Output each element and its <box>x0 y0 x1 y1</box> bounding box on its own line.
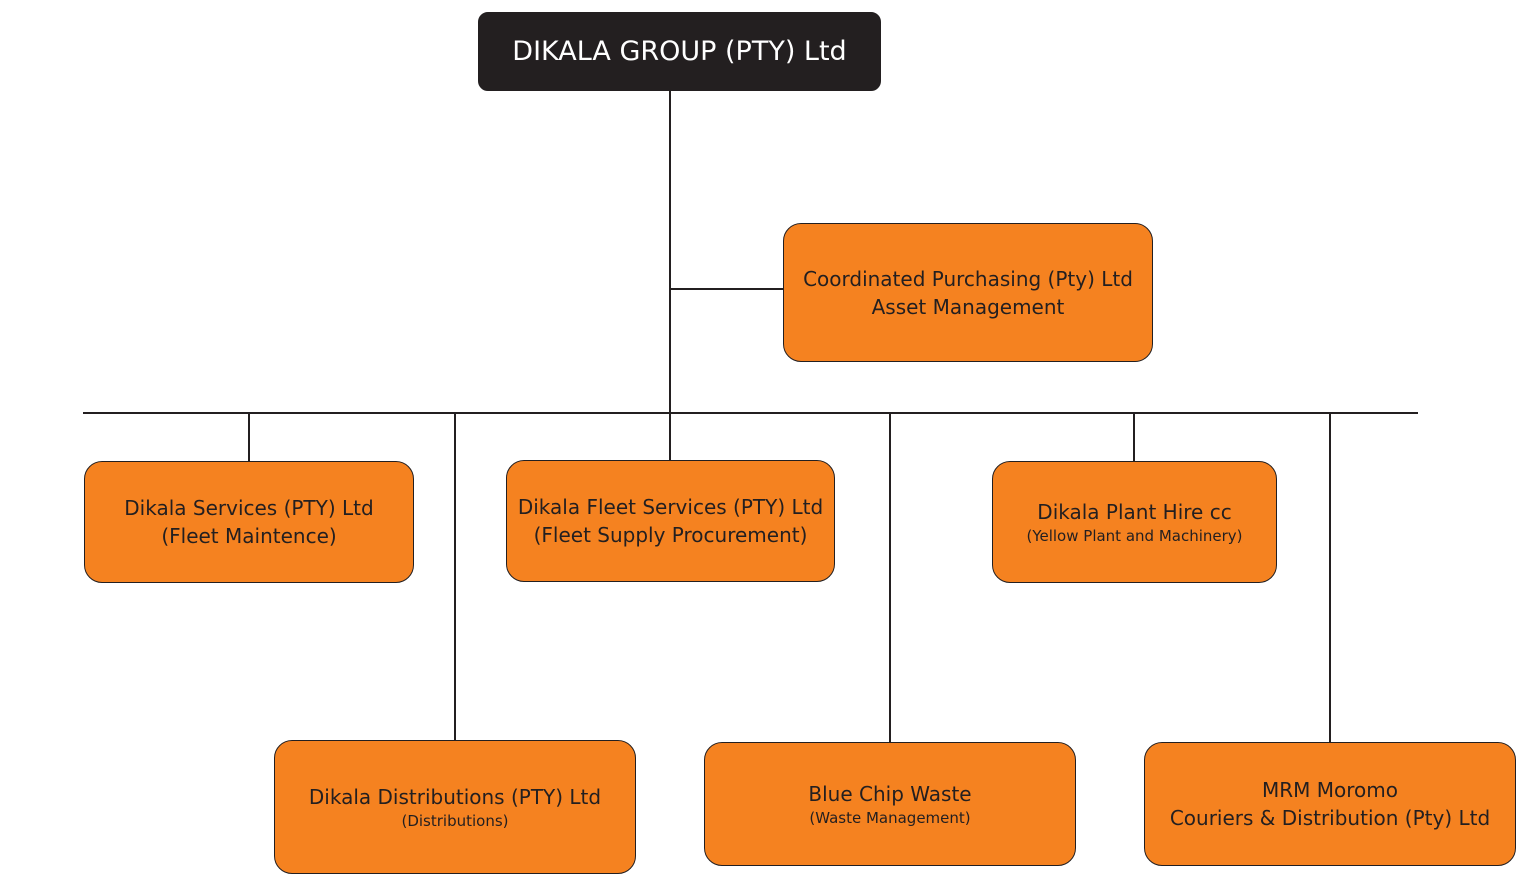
distributions-node-subtitle: (Distributions) <box>401 812 509 830</box>
root-node: DIKALA GROUP (PTY) Ltd <box>478 12 881 91</box>
fleet-node-name: Dikala Fleet Services (PTY) Ltd <box>517 495 824 519</box>
mrm-node-name: MRM Moromo <box>1262 778 1398 802</box>
waste-node-subtitle: (Waste Management) <box>809 809 971 827</box>
distributions-node-name: Dikala Distributions (PTY) Ltd <box>308 785 602 809</box>
services-node: Dikala Services (PTY) Ltd (Fleet Mainten… <box>84 461 414 583</box>
plant-node-subtitle: (Yellow Plant and Machinery) <box>1026 527 1243 545</box>
purchasing-node-subtitle: Asset Management <box>871 294 1065 319</box>
services-node-name: Dikala Services (PTY) Ltd <box>124 496 374 520</box>
mrm-node: MRM Moromo Couriers & Distribution (Pty)… <box>1144 742 1516 866</box>
root-node-label: DIKALA GROUP (PTY) Ltd <box>512 36 847 67</box>
fleet-node: Dikala Fleet Services (PTY) Ltd (Fleet S… <box>506 460 835 582</box>
waste-node-name: Blue Chip Waste <box>808 782 972 806</box>
purchasing-node-name: Coordinated Purchasing (Pty) Ltd <box>803 266 1133 291</box>
purchasing-node: Coordinated Purchasing (Pty) Ltd Asset M… <box>783 223 1153 362</box>
plant-node: Dikala Plant Hire cc (Yellow Plant and M… <box>992 461 1277 583</box>
fleet-node-subtitle: (Fleet Supply Procurement) <box>533 523 808 547</box>
plant-node-name: Dikala Plant Hire cc <box>1037 500 1232 524</box>
mrm-node-subtitle: Couriers & Distribution (Pty) Ltd <box>1169 806 1491 830</box>
distributions-node: Dikala Distributions (PTY) Ltd (Distribu… <box>274 740 636 874</box>
services-node-subtitle: (Fleet Maintence) <box>161 524 337 548</box>
waste-node: Blue Chip Waste (Waste Management) <box>704 742 1076 866</box>
